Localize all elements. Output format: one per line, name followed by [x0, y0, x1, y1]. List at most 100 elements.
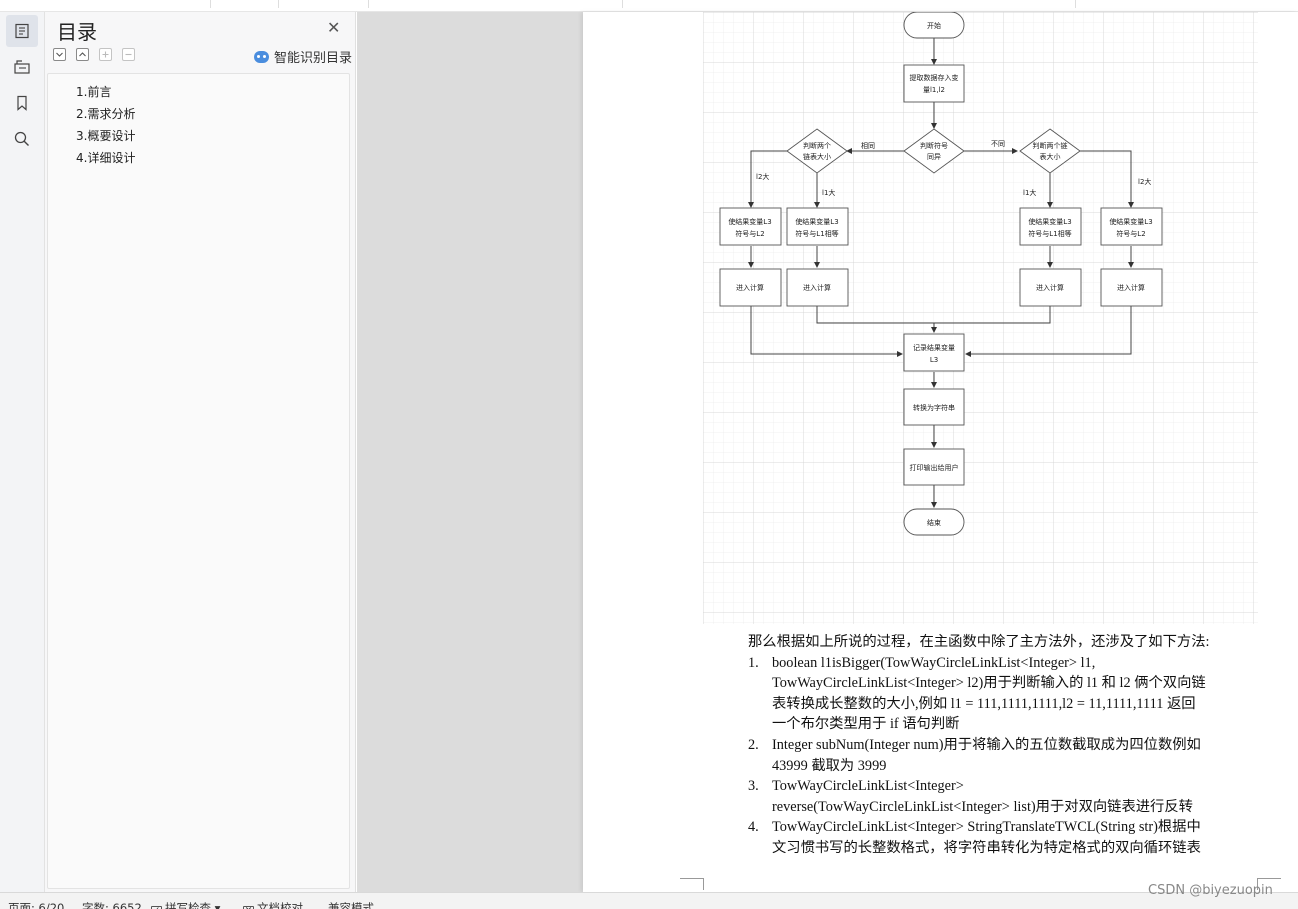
set-sign-l2-left-node [719, 207, 782, 246]
convert-string-label: 转换为字符串 [913, 403, 955, 412]
ai-assistant-icon [254, 50, 269, 63]
grid-background [703, 12, 1258, 624]
page-corner-mark [1257, 878, 1281, 890]
collapse-all-button[interactable] [53, 48, 66, 61]
list-line: 43999 截取为 3999 [772, 757, 887, 774]
set-sign-l1-right-node [1019, 207, 1082, 246]
toolbar-divider [210, 0, 211, 8]
edge-label-diff: 不同 [991, 140, 1005, 148]
compare-left-label: 判断两个 [803, 141, 831, 150]
search-icon [14, 131, 29, 146]
end-node [903, 508, 965, 536]
flowchart-figure: 开始 提取数据存入变 量l1,l2 判断符号 同异 判断两个 链表大小 判断两个… [703, 12, 1258, 624]
bookmark-button[interactable] [6, 87, 38, 119]
toc-item-requirements[interactable]: 2.需求分析 [76, 107, 136, 121]
proofread-icon: ✕ [243, 906, 254, 909]
toc-item-preface[interactable]: 1.前言 [76, 85, 112, 99]
toc-item-overview-design[interactable]: 3.概要设计 [76, 129, 136, 143]
set-sign-l2-right-node [1100, 207, 1163, 246]
edge-label-l1-big: l1大 [822, 188, 835, 197]
search-button[interactable] [6, 123, 38, 155]
document-body-text[interactable]: 那么根据如上所说的过程，在主函数中除了主方法外，还涉及了如下方法: 1. boo… [748, 632, 1268, 859]
remove-heading-button[interactable] [122, 48, 135, 61]
word-count[interactable]: 字数: 6652 [82, 901, 142, 909]
close-icon[interactable]: ✕ [327, 18, 341, 37]
convert-string-node [903, 388, 965, 426]
navigation-pane-button[interactable] [6, 51, 38, 83]
set-sign-label: 使结果变量L3 [728, 217, 771, 226]
top-toolbar-strip [0, 0, 1298, 12]
intro-paragraph: 那么根据如上所说的过程，在主函数中除了主方法外，还涉及了如下方法: [748, 634, 1210, 650]
edge-label-l1-big: l1大 [1023, 188, 1036, 197]
calc-label: 进入计算 [1036, 283, 1064, 292]
compare-right-label: 表大小 [1040, 152, 1061, 161]
set-sign-label: 使结果变量L3 [795, 217, 838, 226]
record-result-label: L3 [930, 356, 938, 364]
toolbar-divider [368, 0, 369, 8]
calc-label: 进入计算 [1117, 283, 1145, 292]
read-data-label: 量l1,l2 [923, 86, 945, 94]
page-corner-mark [680, 878, 704, 890]
compat-mode-label: 兼容模式 [328, 901, 374, 909]
edge-label-l2-big: l2大 [756, 172, 769, 181]
calc-node [1019, 268, 1082, 307]
status-bar: 页面: 6/20 字数: 6652 ✓拼写检查 ▾ ✕文档校对 兼容模式 [0, 892, 1298, 909]
watermark-text: CSDN @biyezuopin [1148, 883, 1273, 898]
document-outline-icon [15, 23, 29, 39]
list-line: 一个布尔类型用于 if 语句判断 [772, 716, 960, 733]
page-indicator[interactable]: 页面: 6/20 [8, 901, 65, 909]
compare-left-decision-node [786, 128, 848, 174]
set-sign-label: 使结果变量L3 [1028, 217, 1071, 226]
smart-toc-label: 智能识别目录 [274, 51, 353, 66]
chevron-down-icon [56, 52, 63, 57]
record-result-label: 记录结果变量 [913, 343, 955, 352]
method-list-item: 2. Integer subNum(Integer num)用于将输入的五位数截… [748, 735, 1268, 776]
toolbar-divider [1075, 0, 1076, 8]
list-number: 2. [748, 736, 759, 753]
list-line: TowWayCircleLinkList<Integer> StringTran… [772, 819, 1201, 836]
set-sign-label: 符号与L1相等 [1028, 229, 1071, 238]
smart-toc-button[interactable]: 智能识别目录 [254, 47, 352, 66]
compare-right-decision-node [1019, 128, 1081, 174]
list-line: 文习惯书写的长整数格式，将字符串转化为特定格式的双向循环链表 [772, 839, 1201, 856]
set-sign-label: 符号与L2 [735, 229, 764, 238]
list-line: 表转换成长整数的大小,例如 l1 = 111,1111,1111,l2 = 11… [772, 695, 1196, 712]
toc-item-detail-design[interactable]: 4.详细设计 [76, 151, 136, 165]
navigation-rail [0, 12, 45, 892]
compare-right-label: 判断两个链 [1033, 141, 1068, 150]
proofread-button[interactable]: ✕文档校对 [243, 900, 303, 909]
toolbar-divider [278, 0, 279, 8]
sign-decision-node [903, 128, 965, 174]
bookmark-icon [17, 95, 27, 111]
read-data-node [903, 64, 965, 103]
spell-check-toggle[interactable]: ✓拼写检查 ▾ [151, 900, 220, 909]
document-page[interactable]: 开始 提取数据存入变 量l1,l2 判断符号 同异 判断两个 链表大小 判断两个… [583, 12, 1298, 892]
toc-panel-button[interactable] [6, 15, 38, 47]
list-line: boolean l1isBigger(TowWayCircleLinkList<… [772, 654, 1096, 671]
list-line: reverse(TowWayCircleLinkList<Integer> li… [772, 798, 1193, 815]
expand-all-button[interactable] [76, 48, 89, 61]
minus-icon [125, 53, 132, 56]
set-sign-l1-left-node [786, 207, 849, 246]
list-number: 3. [748, 778, 759, 795]
spell-check-label: 拼写检查 [165, 901, 211, 909]
calc-node [1100, 268, 1163, 307]
set-sign-label: 符号与L1相等 [795, 229, 838, 238]
list-line: TowWayCircleLinkList<Integer> l2)用于判断输入的… [772, 675, 1206, 692]
calc-label: 进入计算 [736, 283, 764, 292]
record-result-node [903, 333, 965, 372]
document-canvas[interactable]: 开始 提取数据存入变 量l1,l2 判断符号 同异 判断两个 链表大小 判断两个… [357, 12, 1298, 892]
proofread-label: 文档校对 [257, 901, 303, 909]
print-output-node [903, 448, 965, 486]
flowchart-shapes [719, 12, 1163, 536]
chevron-down-icon: ▾ [214, 901, 221, 909]
start-node [903, 12, 965, 39]
flowchart-edge-labels: 相同 不同 l2大 l1大 l1大 l2大 [756, 140, 1151, 197]
end-label: 结束 [927, 518, 941, 527]
add-heading-button[interactable] [99, 48, 112, 61]
sign-decision-label: 判断符号 [920, 141, 948, 150]
toolbar-divider [622, 0, 623, 8]
calc-node [786, 268, 849, 307]
compare-left-label: 链表大小 [803, 152, 831, 161]
calc-label: 进入计算 [803, 283, 831, 292]
